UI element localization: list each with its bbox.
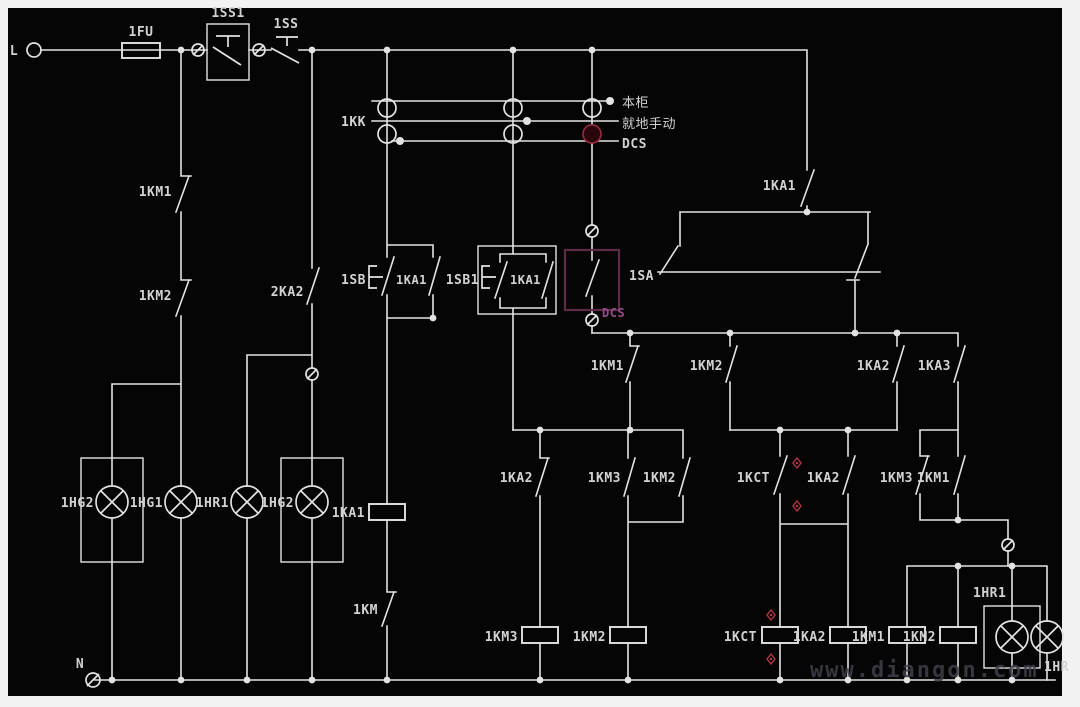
contact-1ka3-row2-label: 1KA3 <box>918 359 951 374</box>
selector-1kk-contacts <box>377 98 602 144</box>
coil-1km3-label: 1KM3 <box>485 630 518 645</box>
coil-1km2-b-label: 1KM2 <box>903 630 936 645</box>
terminal-l <box>26 42 42 58</box>
coil-1km1-label: 1KM1 <box>852 630 885 645</box>
lamp-1hg1 <box>164 485 198 519</box>
switch-1ss1 <box>206 23 250 81</box>
coil-1km2-b <box>939 626 977 644</box>
contact-1km1-left-label: 1KM1 <box>139 185 172 200</box>
lamp-1hr1-b-label: 1HR1 <box>973 586 1006 601</box>
contact-1ka2-row3b-label: 1KA2 <box>807 471 840 486</box>
contact-1ka1-top-label: 1KA1 <box>763 179 796 194</box>
lamp-1hr <box>1030 620 1064 654</box>
coil-1km2 <box>609 626 647 644</box>
contact-1km2-left-label: 1KM2 <box>139 289 172 304</box>
switch-1ss <box>270 36 300 64</box>
watermark: www.diangon.com <box>810 658 1039 683</box>
contact-1ka2-row3-label: 1KA2 <box>500 471 533 486</box>
position-local-cabinet-label: 本柜 <box>622 96 649 111</box>
selector-1kk-label: 1KK <box>341 115 366 130</box>
lamp-1hr1-a <box>230 485 264 519</box>
selector-1kk-active-position <box>582 124 602 144</box>
coil-1ka2 <box>829 626 867 644</box>
switch-1ss-label: 1SS <box>274 17 299 32</box>
fuse-label: 1FU <box>129 25 154 40</box>
button-1sb1-label: 1SB1 <box>446 273 479 288</box>
coil-1kct-label: 1KCT <box>724 630 757 645</box>
terminal-n <box>85 672 101 688</box>
terminal-l-label: L <box>10 44 18 59</box>
contact-1ka1-b-label: 1KA1 <box>510 273 541 287</box>
contact-1km2-row3-label: 1KM2 <box>643 471 676 486</box>
coil-1ka2-label: 1KA2 <box>793 630 826 645</box>
junction-dots <box>108 46 1016 684</box>
coil-1km3 <box>521 626 559 644</box>
contact-1km-label: 1KM <box>353 603 378 618</box>
lamp-1hr-label: 1HR <box>1044 660 1069 675</box>
position-local-manual-label: 就地手动 <box>622 117 676 132</box>
dcs-contact-box <box>563 248 621 312</box>
coil-1kct <box>761 626 799 644</box>
coil-1ka1 <box>368 503 406 521</box>
contact-1km2-row2-label: 1KM2 <box>690 359 723 374</box>
contact-1km1-row2-label: 1KM1 <box>591 359 624 374</box>
dcs-box-label: DCS <box>602 306 625 320</box>
contact-1ka2-row2-label: 1KA2 <box>857 359 890 374</box>
selector-1sa-label: 1SA <box>629 269 654 284</box>
lamp-1hg2-b <box>280 457 344 563</box>
lamp-1hg2-b-label: 1HG2 <box>261 496 294 511</box>
coil-1km2-label: 1KM2 <box>573 630 606 645</box>
button-1sb-label: 1SB <box>341 273 366 288</box>
contact-1km1-row3b-label: 1KM1 <box>917 471 950 486</box>
pushbutton-1sb1-actuator <box>481 265 496 289</box>
coil-1ka1-label: 1KA1 <box>332 506 365 521</box>
contact-2ka2-label: 2KA2 <box>271 285 304 300</box>
drawing-canvas <box>8 8 1062 696</box>
wire-terminal-symbols <box>191 43 1015 552</box>
lamp-1hg1-label: 1HG1 <box>130 496 163 511</box>
terminal-n-label: N <box>76 657 84 672</box>
lamp-1hr1-b <box>983 605 1041 669</box>
lamp-1hg2-a-label: 1HG2 <box>61 496 94 511</box>
kct-grip-markers <box>766 456 802 666</box>
contact-1km3-row3b-label: 1KM3 <box>880 471 913 486</box>
pushbutton-1sb-actuator <box>368 265 383 289</box>
contact-1kct-label: 1KCT <box>737 471 770 486</box>
labels: L N 1FU 1SS1 1SS 1KK 本柜 就地手动 DCS 1KM1 1K… <box>10 6 1069 683</box>
contact-1ka1-a-label: 1KA1 <box>396 273 427 287</box>
position-dcs-label: DCS <box>622 137 647 152</box>
lamp-1hr1-a-label: 1HR1 <box>196 496 229 511</box>
group-box-local-manual <box>477 245 557 315</box>
switch-1ss1-label: 1SS1 <box>211 6 244 21</box>
lamp-1hg2-a <box>80 457 144 563</box>
coil-1km1 <box>888 626 926 644</box>
fuse-1fu <box>121 42 161 59</box>
contact-1km3-row3-label: 1KM3 <box>588 471 621 486</box>
